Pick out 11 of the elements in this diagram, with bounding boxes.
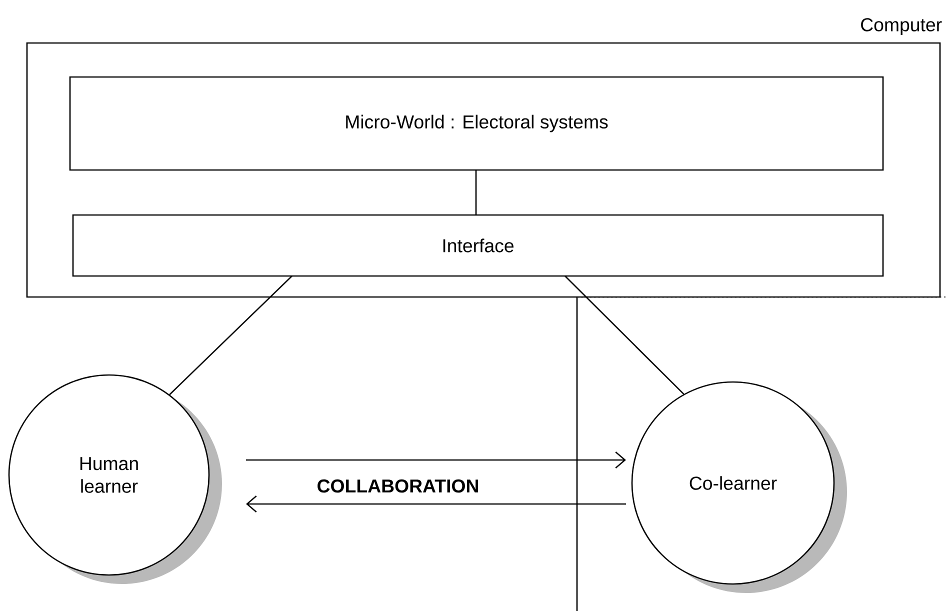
- circle-node: Human learner: [8, 374, 222, 584]
- circle-node: Co-learner: [631, 381, 847, 593]
- connector-line: [475, 170, 477, 215]
- process-box: Interface: [72, 214, 884, 277]
- connector-line: [169, 276, 292, 396]
- arrow: [246, 495, 626, 512]
- edge-label: COLLABORATION: [315, 478, 481, 494]
- process-box: Micro-World : Electoral systems: [69, 76, 884, 171]
- arrow: [246, 452, 626, 468]
- node-label: Computer: [861, 18, 942, 36]
- connector-line: [564, 276, 684, 395]
